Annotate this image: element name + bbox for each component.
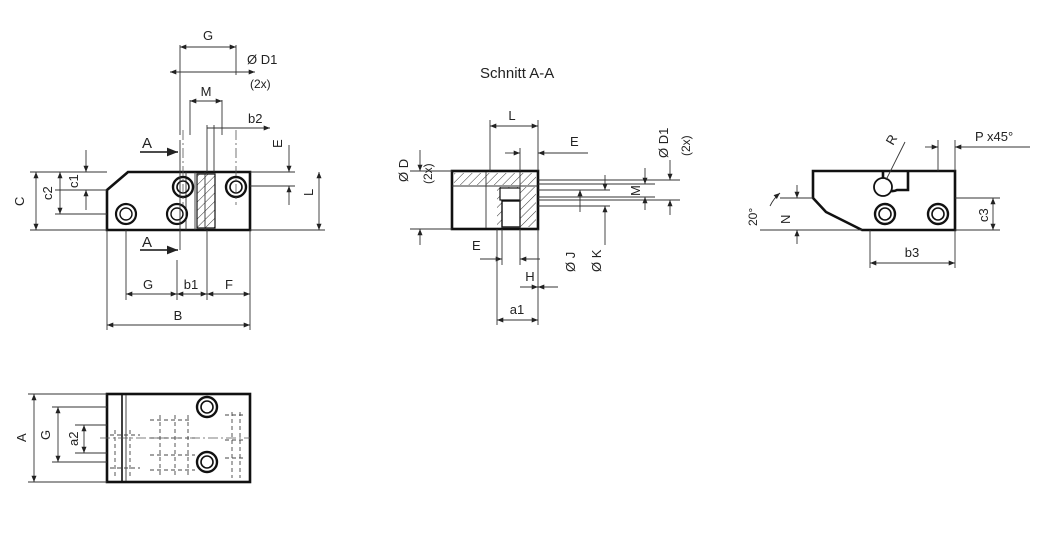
label-a1: a1: [510, 302, 524, 317]
label-B: B: [174, 308, 183, 323]
bolt-head-icon: [114, 202, 138, 226]
label-E-top: E: [570, 134, 579, 149]
bolt-head-icon: [873, 202, 897, 226]
label-N: N: [778, 215, 793, 224]
label-R: R: [883, 132, 901, 148]
front-view-outline: [105, 170, 252, 232]
label-H: H: [525, 269, 534, 284]
section-marker-A-top: A: [142, 135, 152, 152]
label-C: C: [12, 197, 27, 206]
bolt-head-icon: [119, 207, 133, 221]
label-F: F: [225, 277, 233, 292]
label-G: G: [203, 28, 213, 43]
section-view: Schnitt A-A: [396, 65, 693, 325]
bolt-head-icon: [195, 450, 219, 474]
label-E: E: [270, 139, 285, 148]
top-view: A G a2: [14, 392, 252, 484]
bolt-head-icon: [878, 207, 892, 221]
label-D1-2x: (2x): [679, 135, 693, 156]
label-c1: c1: [66, 174, 81, 188]
label-A: A: [14, 433, 29, 442]
label-G: G: [38, 430, 53, 440]
label-b2: b2: [248, 111, 262, 126]
bolt-head-icon: [200, 455, 214, 469]
bolt-head-icon: [170, 207, 184, 221]
bolt-head-icon: [195, 395, 219, 419]
label-M: M: [201, 84, 212, 99]
label-J: Ø J: [563, 252, 578, 272]
label-D-2x: (2x): [421, 163, 435, 184]
label-E-bottom: E: [472, 238, 481, 253]
label-P: P x45°: [975, 129, 1013, 144]
label-a2: a2: [66, 432, 81, 446]
label-c2: c2: [40, 186, 55, 200]
bolt-head-icon: [200, 400, 214, 414]
label-G-bottom: G: [143, 277, 153, 292]
bolt-head-icon: [165, 202, 189, 226]
label-D1: Ø D1: [247, 52, 277, 67]
bolt-head-icon: [931, 207, 945, 221]
front-view: G Ø D1 (2x) M b2 E A A C c2 c1 L G b1 F …: [12, 28, 325, 330]
bolt-head-icon: [926, 202, 950, 226]
front-view-section-hatch: [196, 173, 216, 229]
label-M: M: [628, 185, 643, 196]
section-marker-A-bottom: A: [142, 234, 152, 251]
label-2x: (2x): [250, 77, 271, 91]
section-title: Schnitt A-A: [480, 65, 554, 82]
label-K: Ø K: [589, 249, 604, 272]
label-angle: 20°: [746, 208, 760, 226]
label-L: L: [301, 189, 316, 196]
side-view: R P x45° 20° N c3 b3: [746, 129, 1030, 268]
label-L: L: [508, 108, 515, 123]
label-c3: c3: [976, 208, 991, 222]
label-b3: b3: [905, 245, 919, 260]
label-D: Ø D: [396, 159, 411, 182]
label-b1: b1: [184, 277, 198, 292]
label-D1: Ø D1: [656, 128, 671, 158]
